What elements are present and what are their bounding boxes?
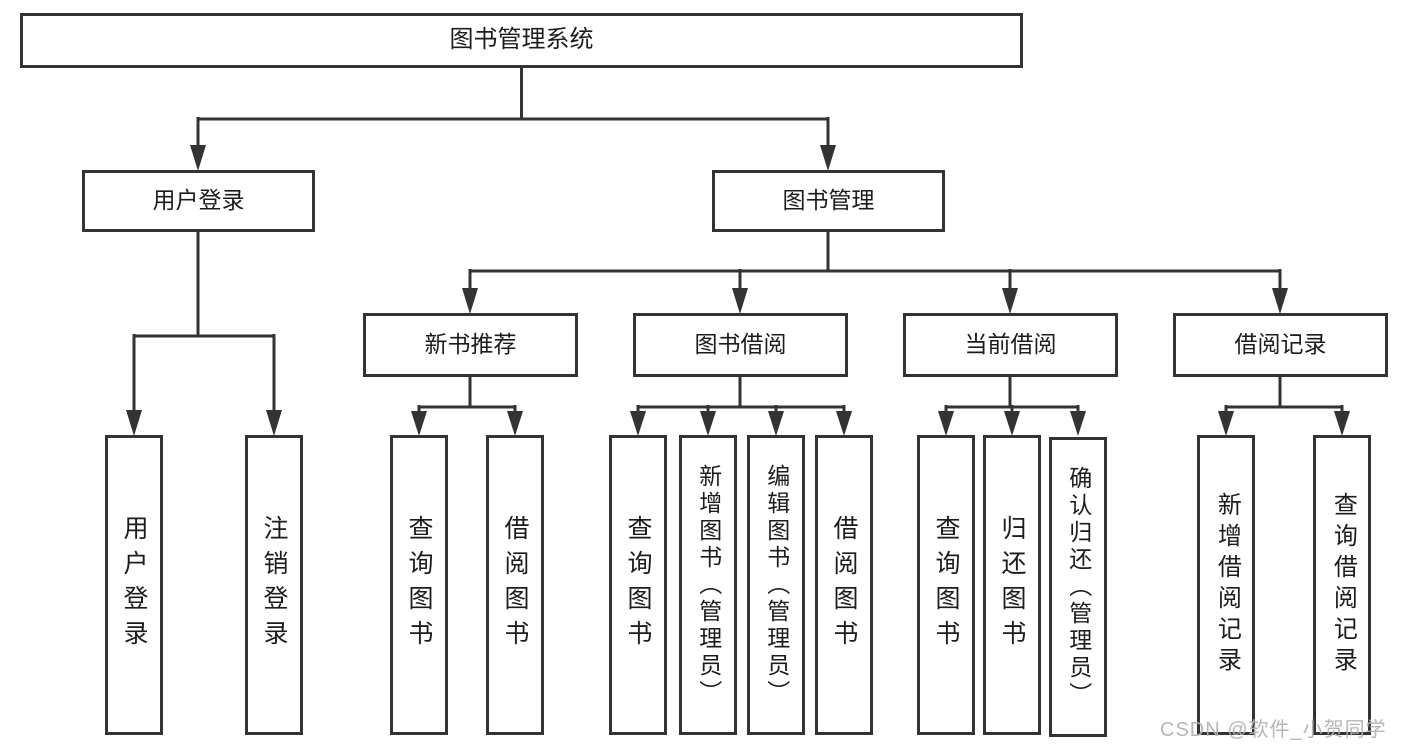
node-leaf-logout: 注销登录 — [245, 435, 303, 735]
node-book-management: 图书管理 — [712, 170, 945, 232]
node-borrow-records: 借阅记录 — [1173, 313, 1388, 377]
node-leaf-query-borrow-record: 查询借阅记录 — [1313, 435, 1371, 735]
node-leaf-borrow-books: 借阅图书 — [815, 435, 873, 735]
node-leaf-add-borrow-record: 新增借阅记录 — [1197, 435, 1255, 735]
node-leaf-confirm-return-admin: 确认归还（管理员） — [1049, 437, 1107, 737]
node-leaf-edit-books-admin: 编辑图书（管理员） — [747, 435, 805, 735]
node-user-login: 用户登录 — [82, 170, 315, 232]
csdn-watermark: CSDN @软件_小贺同学 — [1160, 719, 1387, 741]
node-current-borrow: 当前借阅 — [903, 313, 1118, 377]
node-leaf-borrow-books-recommend: 借阅图书 — [486, 435, 544, 735]
node-leaf-query-books-borrow: 查询图书 — [609, 435, 667, 735]
node-leaf-query-books-recommend: 查询图书 — [390, 435, 448, 735]
node-book-borrow: 图书借阅 — [633, 313, 848, 377]
node-leaf-query-books-current: 查询图书 — [917, 435, 975, 735]
node-new-book-recommend: 新书推荐 — [363, 313, 578, 377]
node-root-system: 图书管理系统 — [20, 13, 1023, 68]
node-leaf-add-books-admin: 新增图书（管理员） — [679, 435, 737, 735]
node-leaf-user-login: 用户登录 — [105, 435, 163, 735]
node-leaf-return-books: 归还图书 — [983, 435, 1041, 735]
